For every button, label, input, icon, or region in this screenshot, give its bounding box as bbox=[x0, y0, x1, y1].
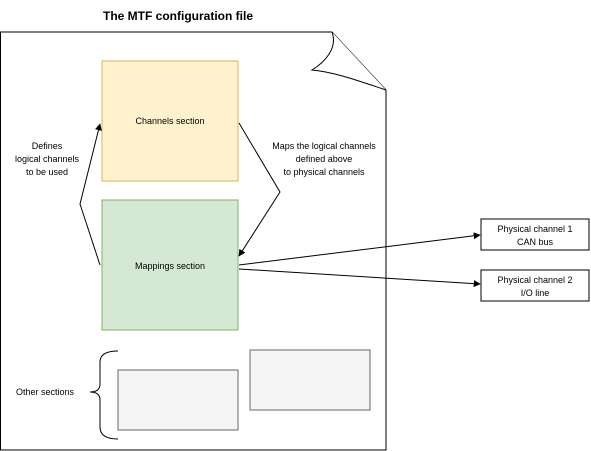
defines-label-line-2: logical channels bbox=[15, 154, 80, 164]
physical-channel-1-type: CAN bus bbox=[517, 237, 554, 247]
mappings-section-label: Mappings section bbox=[135, 261, 205, 271]
defines-label-line-1: Defines bbox=[32, 141, 63, 151]
maps-label-line-1: Maps the logical channels bbox=[272, 141, 376, 151]
physical-channel-1-box bbox=[480, 218, 590, 251]
maps-arrow bbox=[238, 122, 281, 257]
diagram-title: The MTF configuration file bbox=[103, 9, 253, 23]
channels-section-box bbox=[101, 60, 239, 182]
other-section-box-2 bbox=[249, 349, 371, 411]
mapping-to-physical-1-arrow bbox=[238, 232, 481, 266]
defines-arrow bbox=[79, 123, 102, 266]
channels-section-label: Channels section bbox=[135, 116, 204, 126]
physical-channel-2-type: I/O line bbox=[521, 288, 550, 298]
other-sections-brace bbox=[89, 350, 119, 440]
physical-channel-1-name: Physical channel 1 bbox=[497, 224, 572, 234]
maps-label-line-3: to physical channels bbox=[283, 167, 365, 177]
document-fold bbox=[310, 31, 387, 91]
mapping-to-physical-2-arrow bbox=[238, 268, 481, 288]
other-sections-label: Other sections bbox=[16, 387, 75, 397]
physical-channel-2-box bbox=[480, 269, 590, 302]
physical-channel-2-name: Physical channel 2 bbox=[497, 275, 572, 285]
maps-label-line-2: defined above bbox=[296, 154, 353, 164]
mappings-section-box bbox=[101, 199, 239, 331]
other-section-box-1 bbox=[117, 369, 239, 431]
defines-label-line-3: to be used bbox=[26, 167, 68, 177]
